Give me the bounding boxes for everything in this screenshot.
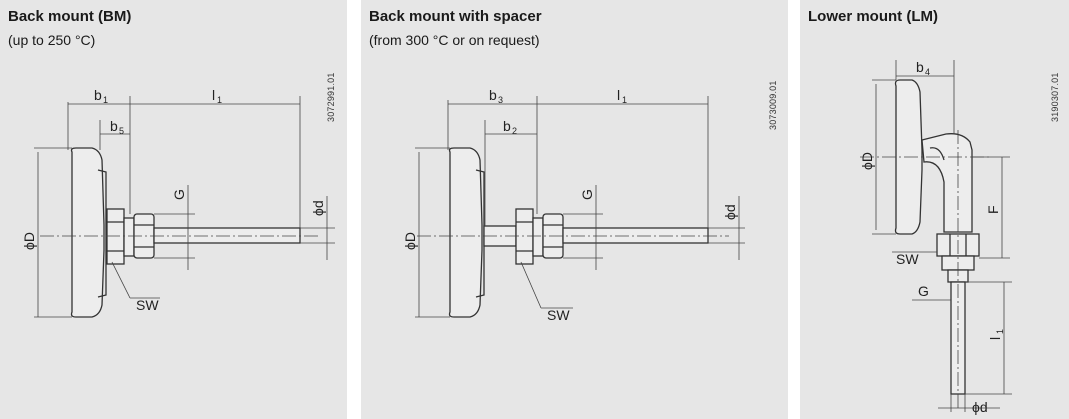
stem (562, 227, 709, 244)
label-sw: SW (136, 297, 159, 313)
back-mount-drawing: b 1 b 5 l 1 SW ϕD G ϕd (21, 87, 335, 318)
bushing (123, 217, 135, 257)
label-b4: b (916, 59, 924, 75)
svg-text:5: 5 (119, 126, 124, 136)
label-phid: ϕd (972, 399, 988, 415)
label-l1: l (617, 87, 620, 103)
hex-nut (515, 208, 534, 265)
label-phiD: ϕD (402, 232, 418, 250)
panel-subtitle: (up to 250 °C) (8, 32, 96, 48)
label-l1: l (212, 87, 215, 103)
label-phid: ϕd (310, 200, 326, 216)
dial-case (448, 147, 483, 318)
elbow (921, 133, 973, 233)
panel-title: Back mount (BM) (8, 8, 132, 25)
back-mount-spacer-drawing: b 3 b 2 l 1 SW ϕD G ϕd (402, 87, 745, 323)
svg-text:4: 4 (925, 67, 930, 77)
label-G: G (579, 189, 595, 200)
panel-title: Lower mount (LM) (808, 8, 938, 25)
panel-title: Back mount with spacer (369, 8, 542, 25)
label-phiD: ϕD (21, 232, 37, 250)
hex-nut (106, 208, 125, 265)
panel-lower-mount: Lower mount (LM) 3190307.01 (800, 0, 1069, 419)
label-G: G (918, 283, 929, 299)
label-sw: SW (547, 307, 570, 323)
dial-case (70, 147, 105, 318)
svg-text:1: 1 (103, 95, 108, 105)
svg-text:2: 2 (512, 126, 517, 136)
label-b3: b (489, 87, 497, 103)
label-b2: b (503, 118, 511, 134)
label-b5: b (110, 118, 118, 134)
panel-back-mount: Back mount (BM) (up to 250 °C) 3072991.0… (0, 0, 347, 419)
svg-text:3: 3 (498, 95, 503, 105)
label-G: G (171, 189, 187, 200)
stem (153, 227, 301, 244)
svg-text:1: 1 (622, 95, 627, 105)
label-b1: b (94, 87, 102, 103)
label-phid: ϕd (722, 204, 738, 220)
label-phiD: ϕD (859, 152, 875, 170)
label-l1: l (987, 337, 1003, 340)
svg-text:1: 1 (217, 95, 222, 105)
svg-text:1: 1 (995, 329, 1005, 334)
label-sw: SW (896, 251, 919, 267)
panel-subtitle: (from 300 °C or on request) (369, 32, 540, 48)
panel-back-mount-spacer: Back mount with spacer (from 300 °C or o… (361, 0, 788, 419)
label-F: F (985, 205, 1001, 214)
lower-mount-drawing: b 4 SW G ϕd ϕD F l 1 (859, 59, 1012, 415)
